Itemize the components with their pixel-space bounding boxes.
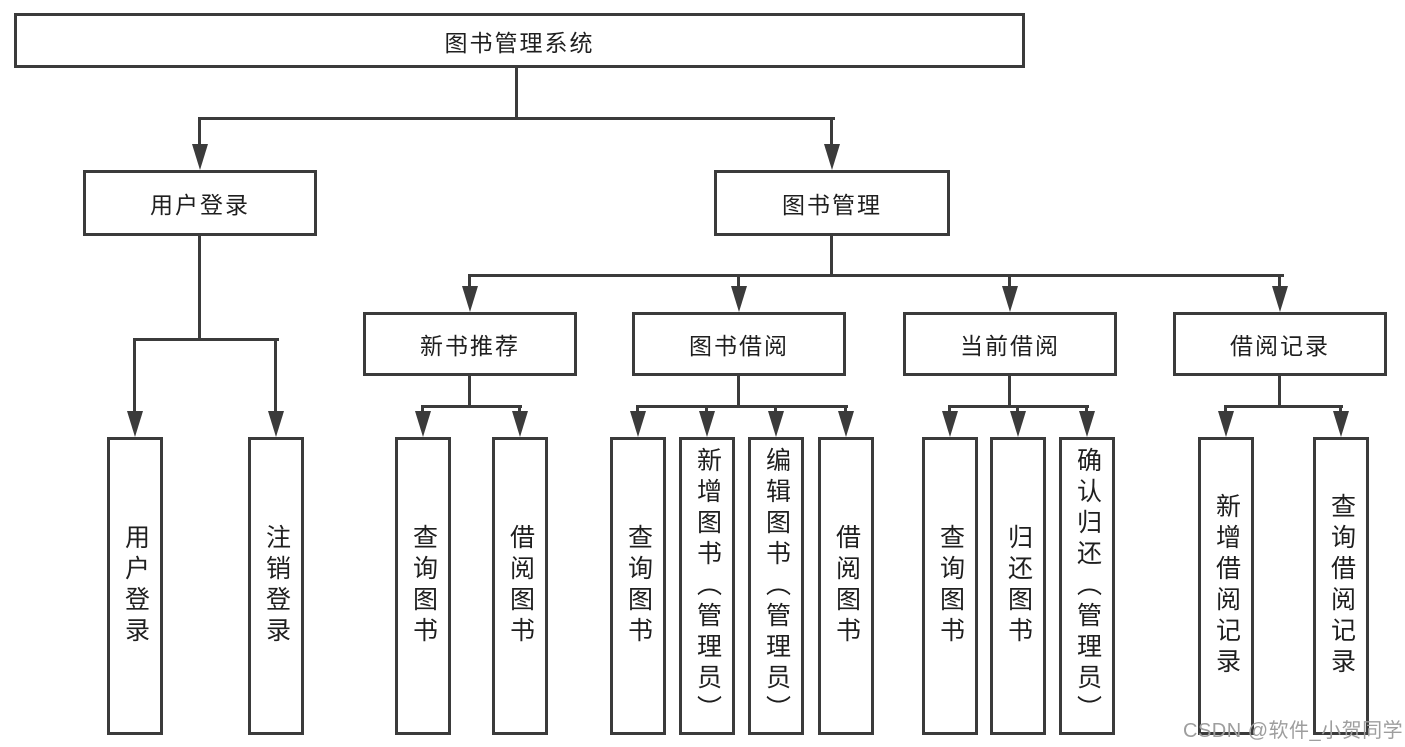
connector-to-book-management <box>830 117 833 150</box>
leaf-bb-add-books-admin: 新增图书（管理员） <box>679 437 735 735</box>
csdn-watermark: CSDN @软件_小贺同学 <box>1183 720 1404 742</box>
leaf-br-query-record: 查询借阅记录 <box>1313 437 1369 735</box>
leaf-bb-query-books: 查询图书 <box>610 437 666 735</box>
node-book-management: 图书管理 <box>714 170 950 236</box>
arrowhead-nbr-query <box>415 411 431 437</box>
arrowhead-leaf-logout <box>268 411 284 437</box>
arrowhead-nbr-borrow <box>512 411 528 437</box>
arrowhead-user-login <box>192 144 208 170</box>
leaf-nbr-borrow-books: 借阅图书 <box>492 437 548 735</box>
connector-book-management-hline <box>469 274 1284 277</box>
node-book-borrowing: 图书借阅 <box>632 312 846 376</box>
leaf-cb-return-books: 归还图书 <box>990 437 1046 735</box>
leaf-br-query-record-label: 查询借阅记录 <box>1327 493 1356 679</box>
leaf-bb-edit-books-admin-label: 编辑图书（管理员） <box>762 446 791 726</box>
arrowhead-br-add <box>1218 411 1234 437</box>
connector-bb-hline <box>636 405 848 408</box>
connector-root-hline <box>199 117 835 120</box>
connector-root-stem <box>515 68 518 120</box>
leaf-cb-confirm-return-admin: 确认归还（管理员） <box>1059 437 1115 735</box>
arrowhead-new-book-recommend <box>462 286 478 312</box>
connector-cb-stem <box>1008 376 1011 407</box>
arrowhead-cb-return <box>1010 411 1026 437</box>
leaf-br-add-record: 新增借阅记录 <box>1198 437 1254 735</box>
connector-to-current-borrowing <box>1008 274 1011 292</box>
arrowhead-leaf-user-login <box>127 411 143 437</box>
arrowhead-bb-borrow <box>838 411 854 437</box>
arrowhead-borrowing-records <box>1272 286 1288 312</box>
leaf-logout-login-label: 注销登录 <box>262 524 291 648</box>
leaf-user-login-label: 用户登录 <box>121 524 150 648</box>
arrowhead-cb-confirm <box>1079 411 1095 437</box>
leaf-nbr-borrow-books-label: 借阅图书 <box>506 524 535 648</box>
arrowhead-book-management <box>824 144 840 170</box>
connector-book-management-stem <box>830 236 833 276</box>
connector-bb-stem <box>737 376 740 407</box>
leaf-bb-query-books-label: 查询图书 <box>624 524 653 648</box>
leaf-cb-return-books-label: 归还图书 <box>1004 524 1033 648</box>
leaf-br-add-record-label: 新增借阅记录 <box>1212 493 1241 679</box>
arrowhead-current-borrowing <box>1002 286 1018 312</box>
arrowhead-bb-edit <box>768 411 784 437</box>
node-current-borrowing: 当前借阅 <box>903 312 1117 376</box>
node-library-system: 图书管理系统 <box>14 13 1025 68</box>
leaf-bb-add-books-admin-label: 新增图书（管理员） <box>693 446 722 726</box>
connector-to-book-borrowing <box>737 274 740 292</box>
leaf-cb-query-books: 查询图书 <box>922 437 978 735</box>
node-borrowing-records: 借阅记录 <box>1173 312 1387 376</box>
connector-to-user-login <box>198 117 201 150</box>
node-user-login: 用户登录 <box>83 170 317 236</box>
leaf-user-login: 用户登录 <box>107 437 163 735</box>
connector-to-borrowing-records <box>1278 274 1281 292</box>
connector-user-login-stem <box>198 236 201 340</box>
node-new-book-recommend: 新书推荐 <box>363 312 577 376</box>
arrowhead-cb-query <box>942 411 958 437</box>
connector-nbr-hline <box>421 405 522 408</box>
connector-nbr-stem <box>468 376 471 407</box>
leaf-logout-login: 注销登录 <box>248 437 304 735</box>
leaf-bb-borrow-books: 借阅图书 <box>818 437 874 735</box>
leaf-cb-confirm-return-admin-label: 确认归还（管理员） <box>1073 446 1102 726</box>
arrowhead-bb-query <box>630 411 646 437</box>
connector-user-login-hline <box>133 338 279 341</box>
connector-to-new-book-recommend <box>468 274 471 292</box>
leaf-cb-query-books-label: 查询图书 <box>936 524 965 648</box>
arrowhead-bb-add <box>699 411 715 437</box>
arrowhead-br-query <box>1333 411 1349 437</box>
connector-to-leaf-user-login <box>133 338 136 417</box>
leaf-bb-borrow-books-label: 借阅图书 <box>832 524 861 648</box>
connector-br-hline <box>1224 405 1343 408</box>
leaf-bb-edit-books-admin: 编辑图书（管理员） <box>748 437 804 735</box>
leaf-nbr-query-books-label: 查询图书 <box>409 524 438 648</box>
arrowhead-book-borrowing <box>731 286 747 312</box>
connector-to-leaf-logout <box>274 338 277 417</box>
connector-br-stem <box>1278 376 1281 407</box>
leaf-nbr-query-books: 查询图书 <box>395 437 451 735</box>
